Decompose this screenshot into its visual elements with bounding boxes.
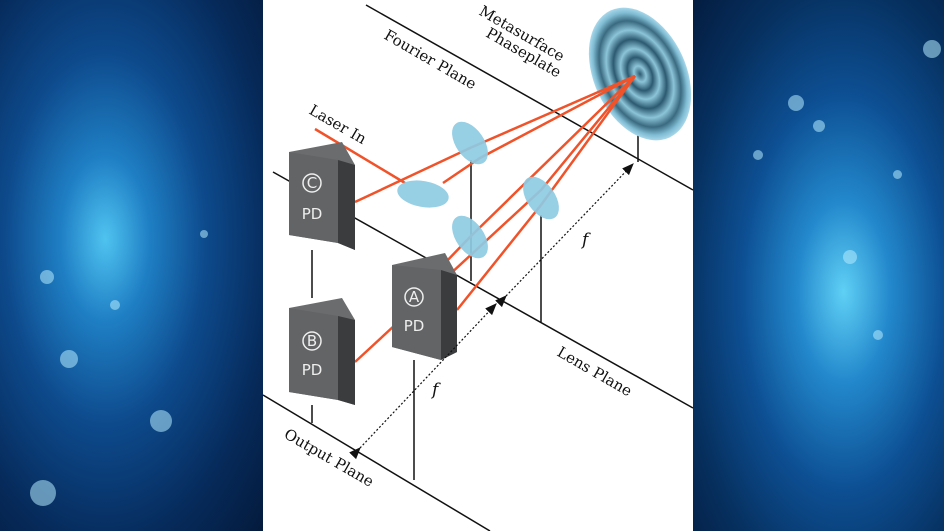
bokeh-sparkle (60, 350, 78, 368)
focal-dimension-arrow (349, 303, 497, 460)
bokeh-sparkle (30, 480, 56, 506)
detector-label: PD (302, 205, 323, 223)
focal-length-label: f (580, 230, 591, 250)
background-left (0, 0, 263, 531)
detector-b: B PD (289, 298, 355, 405)
lens (397, 180, 449, 208)
bokeh-sparkle (110, 300, 120, 310)
bokeh-sparkle (873, 330, 883, 340)
detector-label: PD (404, 317, 425, 335)
bokeh-sparkle (753, 150, 763, 160)
detector-c: C PD (289, 142, 355, 250)
bokeh-sparkle (150, 410, 172, 432)
svg-text:C: C (307, 174, 317, 192)
fourier-plane-label: Fourier Plane (381, 26, 480, 93)
bokeh-sparkle (200, 230, 208, 238)
bokeh-sparkle (40, 270, 54, 284)
laser-beam (314, 127, 406, 185)
bokeh-sparkle (923, 40, 941, 58)
detector-a: A PD (392, 253, 457, 360)
lens-plane-label: Lens Plane (554, 343, 635, 400)
svg-text:B: B (307, 332, 317, 350)
bokeh-sparkle (813, 120, 825, 132)
bokeh-sparkle (843, 250, 857, 264)
svg-text:A: A (409, 288, 420, 306)
lens (452, 215, 488, 259)
laser-in-label: Laser In (306, 101, 370, 148)
metasurface-phaseplate (588, 7, 692, 141)
output-plane-line (262, 394, 491, 531)
beam (354, 74, 636, 204)
bokeh-sparkle (788, 95, 804, 111)
background-right (693, 0, 944, 531)
focal-dimension-arrow (495, 163, 634, 308)
focal-length-label: f (430, 380, 441, 400)
detector-label: PD (302, 361, 323, 379)
lens (452, 121, 488, 165)
bokeh-sparkle (893, 170, 902, 179)
